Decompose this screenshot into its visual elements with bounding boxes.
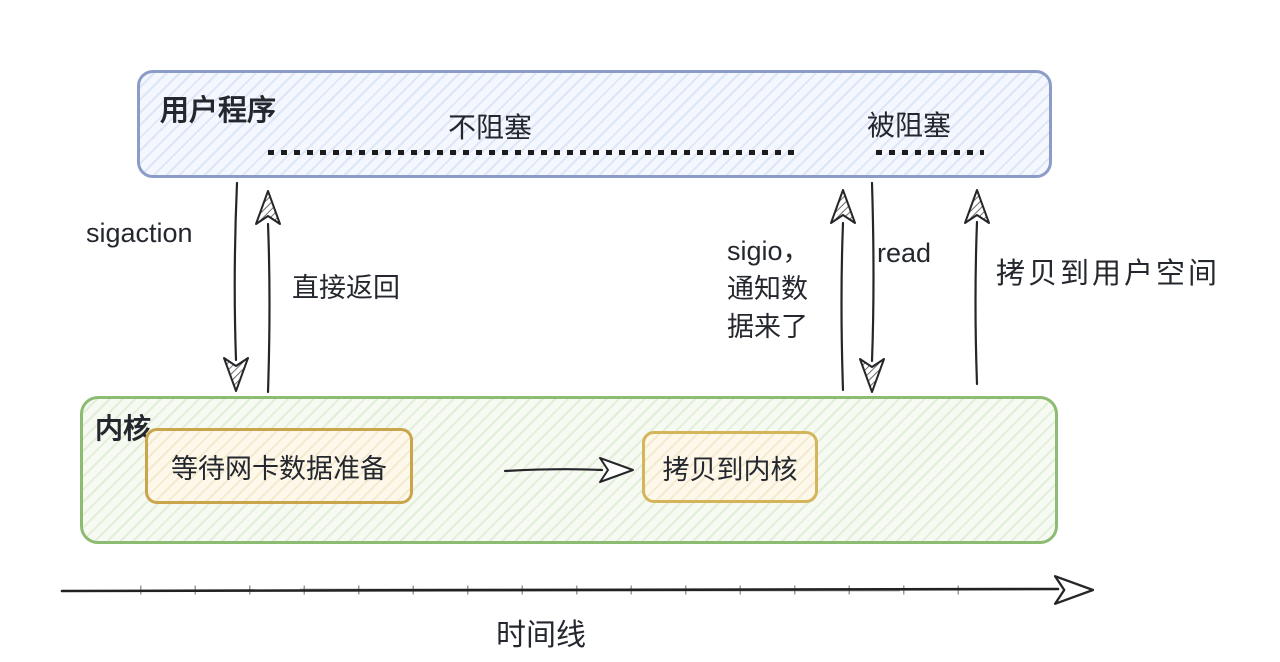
not-blocked-dotted-line [268,150,795,155]
direct-return-up-arrow [255,190,281,394]
not-blocked-label: 不阻塞 [448,112,533,143]
wait-nic-data-step-box: 等待网卡数据准备 [145,428,413,504]
user-program-title: 用户程序 [160,95,277,127]
sigio-up-arrow [830,189,856,392]
kernel-title: 内核 [95,413,152,444]
read-label: read [877,238,932,268]
blocked-dotted-line [876,150,984,155]
timeline-label: 时间线 [496,619,586,652]
sigio-label-line2: 通知数 [727,274,808,304]
sigaction-label: sigaction [86,218,193,248]
read-down-arrow [859,181,885,393]
copy-to-user-up-arrow [964,189,990,386]
blocked-label: 被阻塞 [867,110,952,141]
sigio-label-line1: sigio， [727,236,810,266]
sigio-label-line3: 据来了 [727,312,808,342]
sigio-notify-label: sigio， 通知数 据来了 [727,232,810,346]
sigaction-down-arrow [223,181,249,392]
timeline-arrow [60,575,1095,605]
user-program-box: 用户程序 [137,70,1052,178]
direct-return-label: 直接返回 [292,273,400,303]
copy-to-user-space-label: 拷贝到用户空间 [996,258,1221,290]
copy-to-kernel-step-box: 拷贝到内核 [642,431,818,503]
